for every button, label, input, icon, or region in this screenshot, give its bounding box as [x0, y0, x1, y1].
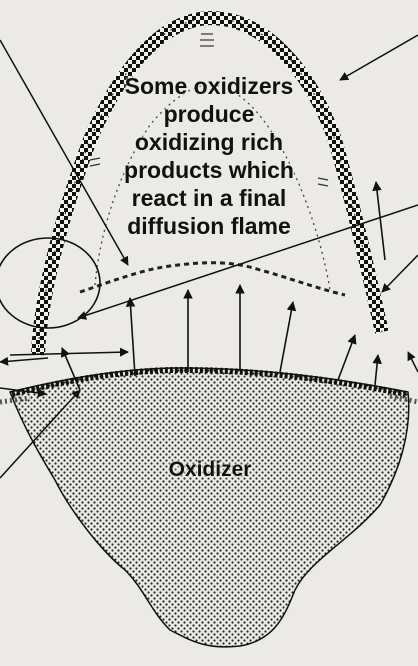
- caption-line: Some oxidizers: [124, 73, 294, 99]
- inner-loop-ticks: [89, 33, 329, 187]
- arrow-side-right: [9, 347, 129, 357]
- leader-lines: [0, 34, 418, 479]
- leader-right-long: [77, 204, 418, 320]
- arrow-up-5: [279, 301, 297, 373]
- caption-line: diffusion flame: [127, 213, 291, 239]
- surface-reaction-layer: [11, 366, 407, 397]
- arrow-up-2: [125, 297, 136, 377]
- arrow-up-8: [372, 181, 386, 261]
- arrow-up-1: [60, 347, 81, 391]
- caption-line: react in a final: [131, 185, 287, 211]
- caption-line: produce: [163, 101, 255, 127]
- leader-bottom-left: [0, 389, 81, 479]
- inner-flame-sheet: [79, 261, 346, 297]
- arrow-side-far-right: [407, 351, 418, 373]
- oxidizer-label: Oxidizer: [168, 458, 252, 481]
- arrow-side-left: [0, 356, 49, 366]
- arrow-up-7: [372, 354, 382, 386]
- oxidizer-particle: [8, 367, 410, 648]
- leader-top-right: [339, 34, 418, 81]
- leader-right-short: [381, 254, 418, 293]
- arrow-up-6: [337, 334, 357, 381]
- side-arrows: [0, 347, 418, 398]
- surface-edge-hatching: [0, 393, 418, 405]
- arrow-side-in: [0, 387, 47, 398]
- upward-arrows: [60, 181, 386, 391]
- caption-line: oxidizing rich: [134, 129, 284, 155]
- flame-caption: Some oxidizers produce oxidizing rich pr…: [100, 72, 318, 240]
- detail-circle: [0, 237, 101, 329]
- leader-top-left: [0, 39, 129, 266]
- caption-line: products which: [124, 157, 294, 183]
- flame-envelope-outline: [37, 17, 383, 356]
